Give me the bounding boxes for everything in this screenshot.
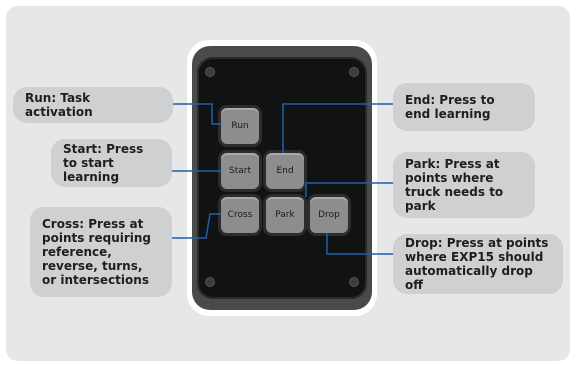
cross-label: Cross: Press at points requiring referen… — [30, 207, 172, 297]
run-label: Run: Task activation — [13, 87, 173, 123]
start-label: Start: Press to start learning — [51, 139, 172, 187]
start-key[interactable]: Start — [221, 153, 259, 189]
park-connector — [305, 182, 395, 197]
drop-key[interactable]: Drop — [310, 197, 348, 233]
screw-icon — [205, 277, 215, 287]
drop-connector — [326, 233, 393, 255]
cross-connector — [172, 213, 221, 239]
run-connector — [172, 103, 221, 125]
end-connector — [282, 103, 395, 153]
run-key[interactable]: Run — [221, 108, 259, 144]
screw-icon — [205, 67, 215, 77]
park-key[interactable]: Park — [266, 197, 304, 233]
screw-icon — [349, 67, 359, 77]
end-key[interactable]: End — [266, 153, 304, 189]
drop-label: Drop: Press at points where EXP15 should… — [393, 234, 563, 294]
park-label: Park: Press at points where truck needs … — [393, 152, 535, 218]
end-label: End: Press to end learning — [393, 83, 535, 131]
cross-key[interactable]: Cross — [221, 197, 259, 233]
screw-icon — [349, 277, 359, 287]
